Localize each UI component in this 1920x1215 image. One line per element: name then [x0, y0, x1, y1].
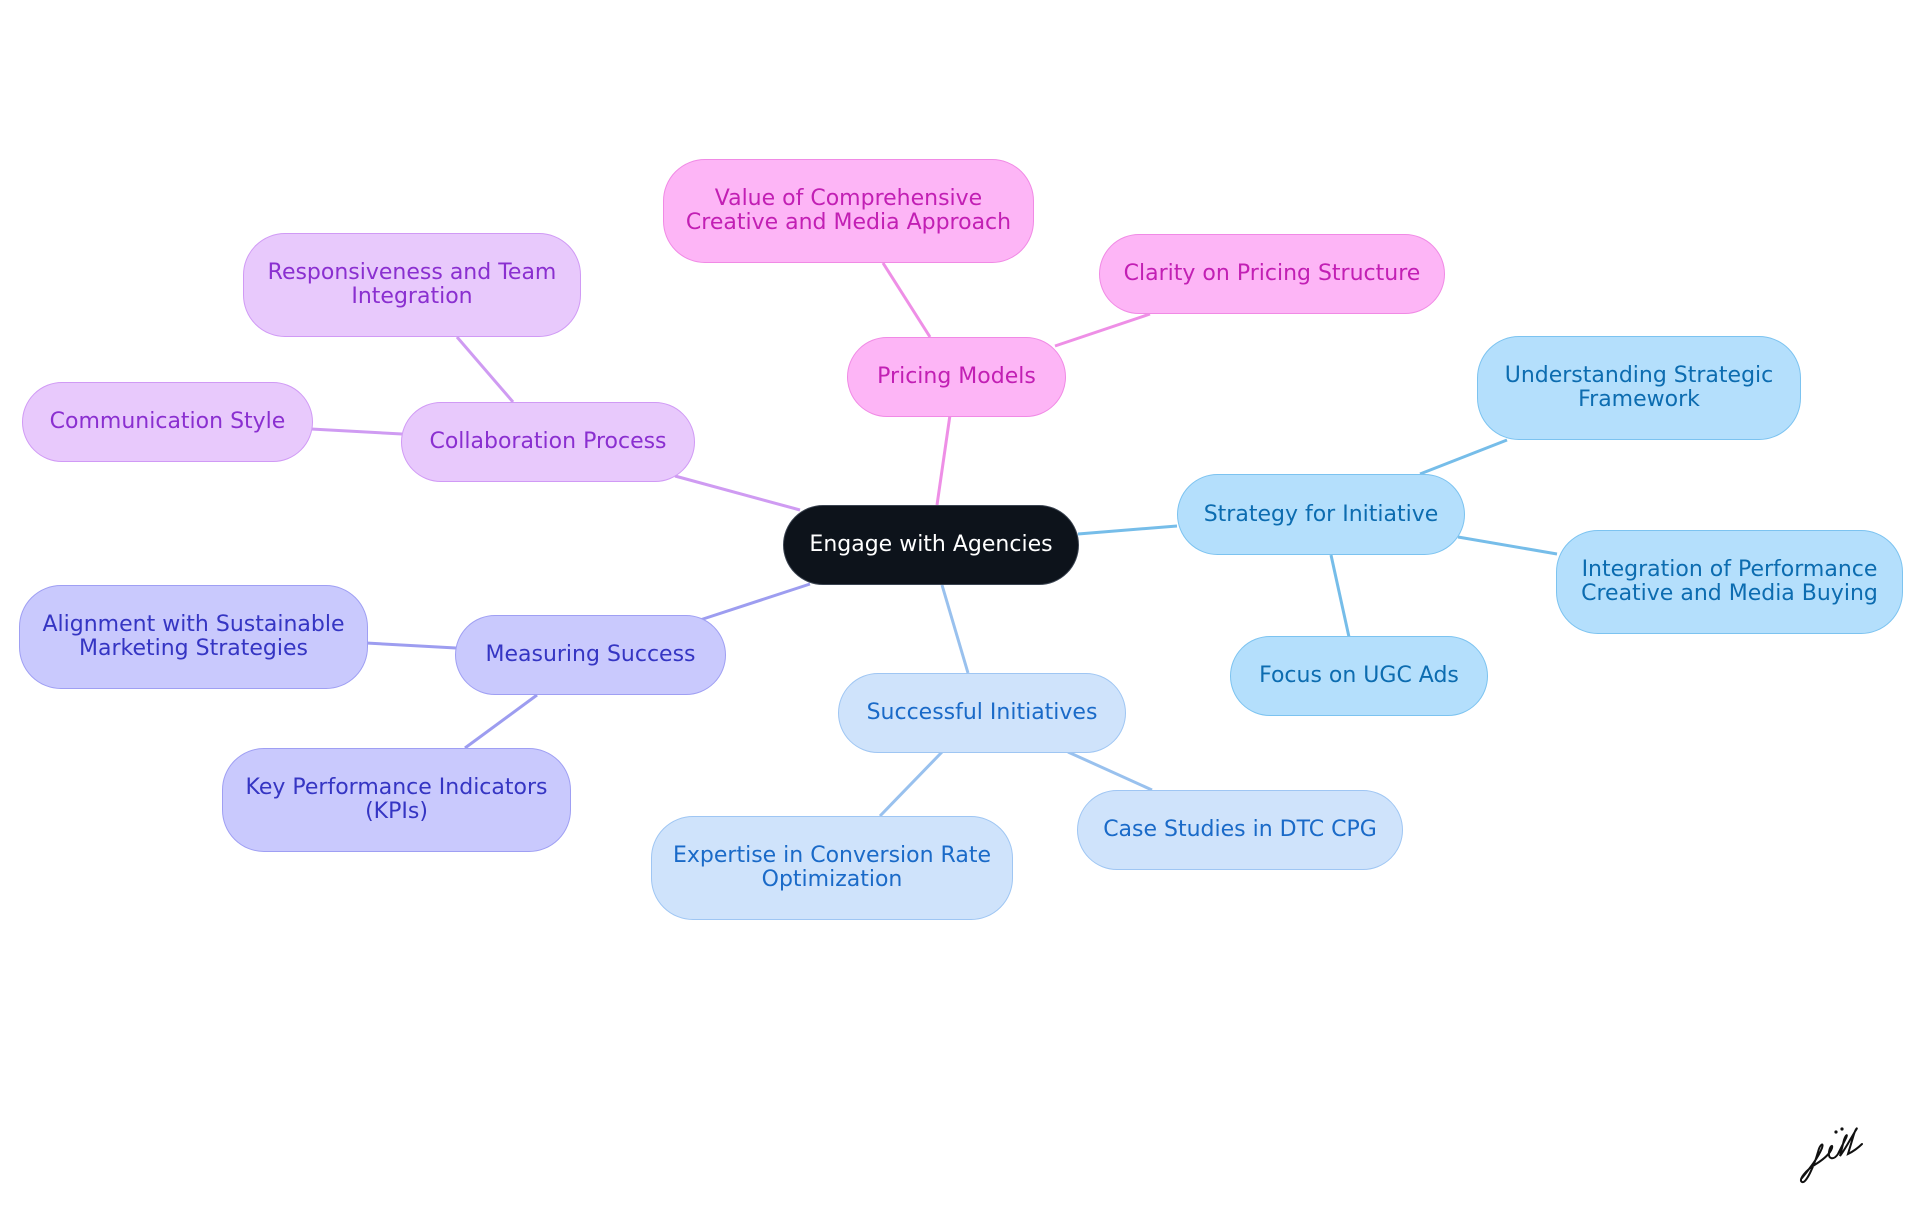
leaf-value-of-comprehensive[interactable]: Value of Comprehensive Creative and Medi… [663, 159, 1034, 263]
link-root-collaboration [674, 474, 801, 512]
branch-pricing-models[interactable]: Pricing Models [847, 337, 1066, 417]
leaf-responsiveness[interactable]: Responsiveness and Team Integration [243, 233, 581, 337]
link-pricing-value [881, 262, 932, 338]
link-measuring-kpi [464, 693, 538, 750]
link-strategy-understanding [1419, 438, 1508, 476]
leaf-clarity-pricing[interactable]: Clarity on Pricing Structure [1099, 234, 1445, 314]
branch-measuring-success[interactable]: Measuring Success [455, 615, 726, 695]
branch-collaboration-process[interactable]: Collaboration Process [401, 402, 695, 482]
link-strategy-integration [1457, 535, 1558, 556]
link-pricing-clarity [1054, 312, 1151, 348]
leaf-focus-ugc[interactable]: Focus on UGC Ads [1230, 636, 1488, 716]
link-measuring-alignment [365, 641, 457, 650]
link-root-measuring [699, 582, 811, 622]
link-root-pricing [935, 414, 952, 506]
signature-logo [1800, 1127, 1863, 1184]
leaf-expertise-cro[interactable]: Expertise in Conversion Rate Optimizatio… [651, 816, 1013, 920]
branch-successful-initiatives[interactable]: Successful Initiatives [838, 673, 1126, 753]
leaf-understanding-framework[interactable]: Understanding Strategic Framework [1477, 336, 1801, 440]
link-successful-case [1067, 750, 1153, 792]
leaf-alignment[interactable]: Alignment with Sustainable Marketing Str… [19, 585, 368, 689]
leaf-case-studies[interactable]: Case Studies in DTC CPG [1077, 790, 1403, 870]
link-root-successful [940, 584, 970, 674]
link-successful-expertise [878, 750, 944, 818]
branch-strategy-initiative[interactable]: Strategy for Initiative [1177, 474, 1465, 555]
link-root-strategy [1077, 524, 1178, 536]
leaf-kpis[interactable]: Key Performance Indicators (KPIs) [222, 748, 571, 852]
link-strategy-ugc [1329, 554, 1351, 638]
leaf-communication-style[interactable]: Communication Style [22, 382, 313, 462]
link-collab-communication [310, 427, 403, 436]
leaf-integration-performance[interactable]: Integration of Performance Creative and … [1556, 530, 1903, 634]
root-node[interactable]: Engage with Agencies [783, 505, 1079, 585]
link-collab-responsiveness [455, 336, 515, 403]
